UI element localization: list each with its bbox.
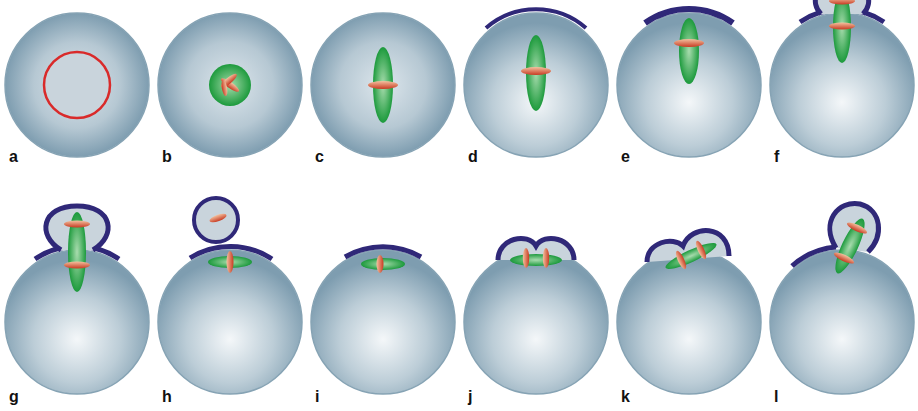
oocyte-g <box>5 206 149 394</box>
panel-label: c <box>315 148 324 166</box>
panel-label: d <box>468 148 478 166</box>
oocyte-h <box>158 198 302 394</box>
panel-label: k <box>621 388 630 406</box>
panel-label: i <box>315 388 319 406</box>
oocyte-c <box>311 13 455 157</box>
oocyte-e <box>617 9 761 157</box>
panel-label: h <box>162 388 172 406</box>
panel-label: b <box>162 148 172 166</box>
panel-label: e <box>621 148 630 166</box>
panel-label: f <box>774 148 779 166</box>
panel-label: a <box>9 148 18 166</box>
oocyte-d <box>464 9 608 157</box>
oocyte-j <box>464 238 608 394</box>
panel-label: l <box>774 388 778 406</box>
oocyte-i <box>311 247 455 394</box>
oocyte-k <box>617 231 761 394</box>
panel-label: g <box>9 388 19 406</box>
oocyte-b <box>158 13 302 157</box>
panel-label: j <box>468 388 472 406</box>
oocyte-l <box>770 204 914 394</box>
oocyte-a <box>5 13 149 157</box>
oocyte-f <box>770 0 914 157</box>
